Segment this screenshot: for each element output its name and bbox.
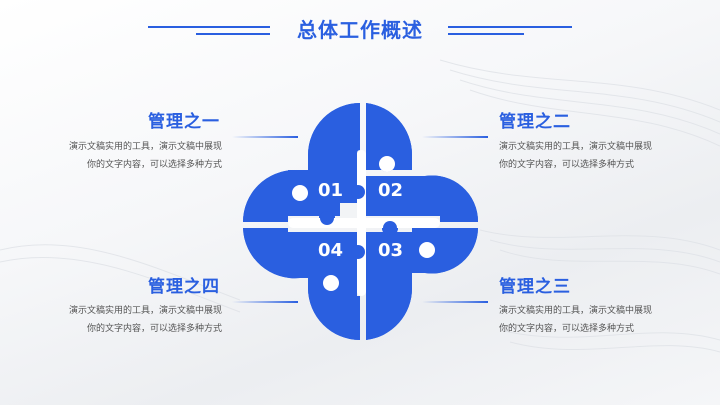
piece-number-03: 03 (378, 240, 404, 261)
item-title-2: 管理之二 (499, 112, 571, 132)
item-desc-2: 演示文稿实用的工具，演示文稿中展现 你的文字内容，可以选择多种方式 (499, 138, 699, 174)
item-desc-4-line1: 演示文稿实用的工具，演示文稿中展现 (68, 306, 222, 316)
connector-line-1 (232, 136, 298, 138)
item-desc-4: 演示文稿实用的工具，演示文稿中展现 你的文字内容，可以选择多种方式 (22, 302, 222, 338)
item-desc-4-line2: 你的文字内容，可以选择多种方式 (86, 324, 222, 334)
puzzle-piece-01 (243, 103, 360, 222)
title-line-right-bottom (448, 33, 524, 35)
item-desc-2-line1: 演示文稿实用的工具，演示文稿中展现 (499, 142, 653, 152)
puzzle-piece-04 (243, 228, 357, 279)
item-desc-3-line2: 你的文字内容，可以选择多种方式 (499, 324, 635, 334)
page-title: 总体工作概述 (297, 18, 423, 42)
piece-number-04: 04 (318, 240, 344, 261)
puzzle-piece-04-bottom (308, 278, 360, 340)
item-desc-2-line2: 你的文字内容，可以选择多种方式 (499, 160, 635, 170)
puzzle-piece-03 (366, 228, 478, 340)
title-line-left-top (148, 26, 270, 28)
puzzle-piece-02-top (366, 103, 413, 170)
item-desc-3-line1: 演示文稿实用的工具，演示文稿中展现 (499, 306, 653, 316)
item-desc-3: 演示文稿实用的工具，演示文稿中展现 你的文字内容，可以选择多种方式 (499, 302, 699, 338)
piece-number-02: 02 (378, 180, 404, 201)
item-desc-1-line1: 演示文稿实用的工具，演示文稿中展现 (68, 142, 222, 152)
item-title-1: 管理之一 (148, 112, 220, 132)
piece-number-01: 01 (318, 180, 344, 201)
connector-line-4 (232, 301, 298, 303)
title-line-left-bottom (196, 33, 270, 35)
item-title-4: 管理之四 (148, 277, 220, 297)
title-line-right-top (448, 26, 572, 28)
item-title-3: 管理之三 (499, 277, 571, 297)
item-desc-1: 演示文稿实用的工具，演示文稿中展现 你的文字内容，可以选择多种方式 (22, 138, 222, 174)
item-desc-1-line2: 你的文字内容，可以选择多种方式 (86, 160, 222, 170)
puzzle-piece-02 (366, 175, 479, 222)
